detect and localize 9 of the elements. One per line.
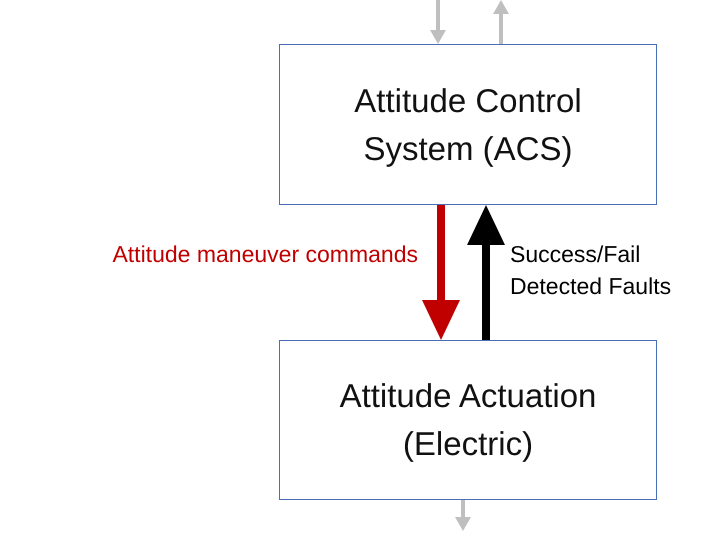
arrow [467,205,505,340]
process-box [279,340,657,500]
arrow [430,0,446,44]
box-label: Attitude Control System (ACS) [353,80,583,169]
arrow [455,500,471,531]
process-box [279,44,657,205]
arrow [422,205,460,340]
arrow [493,0,509,44]
box-label: Attitude Actuation (Electric) [338,376,598,464]
